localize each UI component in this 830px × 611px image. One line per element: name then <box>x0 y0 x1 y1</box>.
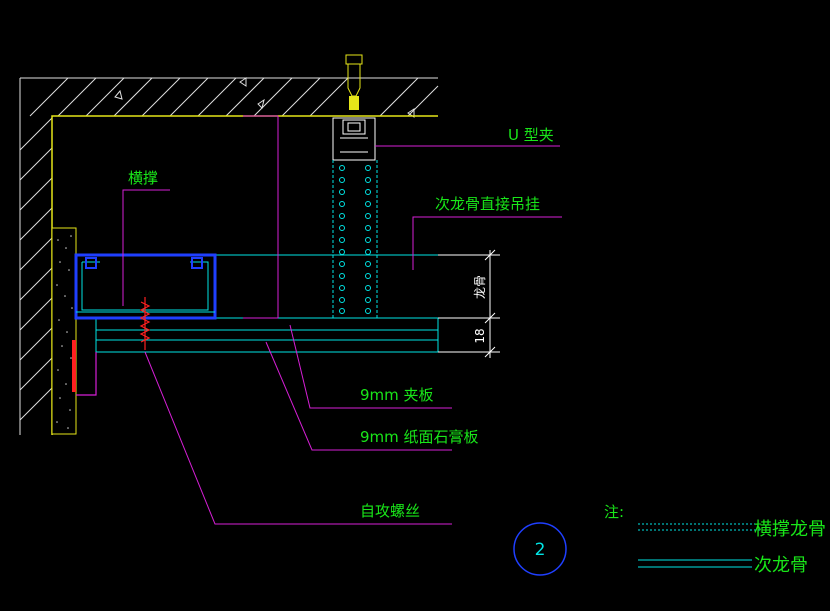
label-cross-brace: 横撑 <box>128 169 158 187</box>
legend: 横撑龙骨 次龙骨 <box>638 519 826 576</box>
dim-thickness-label: 18 <box>473 328 487 343</box>
label-u-clip: U 型夹 <box>508 126 554 144</box>
u-clip <box>332 117 376 161</box>
leader-lines <box>122 115 562 525</box>
legend-label-secondary-keel: 次龙骨 <box>754 555 808 576</box>
label-gypsum: 9mm 纸面石膏板 <box>360 428 479 446</box>
dimension-group <box>438 249 500 358</box>
label-screw: 自攻螺丝 <box>360 502 420 520</box>
label-secondary-direct-hang: 次龙骨直接吊挂 <box>435 195 540 213</box>
dim-keel-label: 龙骨 <box>473 275 487 299</box>
concrete-hatch <box>19 77 439 435</box>
label-note: 注: <box>604 503 624 521</box>
secondary-keel <box>95 254 439 353</box>
legend-label-cross-brace-keel: 横撑龙骨 <box>754 519 826 540</box>
wall-cladding <box>51 227 77 435</box>
detail-number-circle <box>513 522 567 576</box>
screw <box>139 297 151 350</box>
wall-angle <box>76 352 97 396</box>
hanger-anchor <box>345 54 363 110</box>
detail-number: 2 <box>535 540 546 560</box>
perforated-hanger <box>332 160 378 319</box>
label-plywood: 9mm 夹板 <box>360 386 434 404</box>
